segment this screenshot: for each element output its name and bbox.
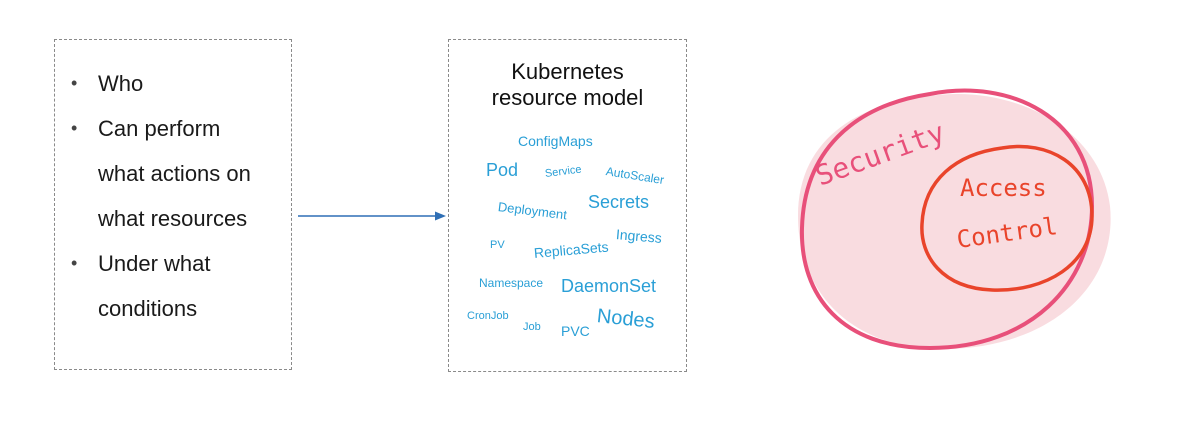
requirement-text: Can perform [98,116,221,141]
security-venn-diagram: Security Access Control [798,88,1111,351]
resource-model-title-line2: resource model [491,85,644,110]
word-pv: PV [490,239,505,251]
word-nodes: Nodes [595,305,656,333]
requirement-who: • Who [55,61,291,106]
arrow-icon [298,211,446,221]
word-namespace: Namespace [479,276,544,290]
bullet-icon: • [71,253,78,273]
access-label: Access [960,174,1047,202]
word-configmaps: ConfigMaps [518,133,593,149]
word-job: Job [523,321,541,333]
security-circle [799,88,1095,351]
requirement-text: conditions [98,296,198,321]
word-deployment: Deployment [497,199,568,223]
requirements-box: • Who • Can perform what actions on what… [54,39,292,370]
requirement-text: Who [98,71,144,96]
requirement-actions: • Can perform what actions on what resou… [55,106,291,241]
requirement-text: what actions on [98,161,251,186]
requirement-text: Under what [98,251,211,276]
word-secrets: Secrets [588,192,650,212]
word-ingress: Ingress [615,226,663,246]
word-service: Service [544,163,583,180]
word-pod: Pod [486,160,519,180]
word-daemonset: DaemonSet [561,276,657,296]
bullet-icon: • [71,73,78,93]
word-cronjob: CronJob [467,310,509,322]
resource-model-title: Kubernetes resource model [449,59,686,111]
resource-model-box: Kubernetes resource model ConfigMaps Pod… [448,39,687,372]
word-pvc: PVC [561,323,590,339]
requirement-conditions: • Under what conditions [55,241,291,331]
word-replicasets: ReplicaSets [533,238,610,261]
word-autoscaler: AutoScaler [604,164,666,188]
requirement-text: what resources [98,206,248,231]
requirements-list: • Who • Can perform what actions on what… [55,61,291,331]
access-control-circle [920,144,1094,292]
bullet-icon: • [71,118,78,138]
resource-model-title-line1: Kubernetes [511,59,624,84]
